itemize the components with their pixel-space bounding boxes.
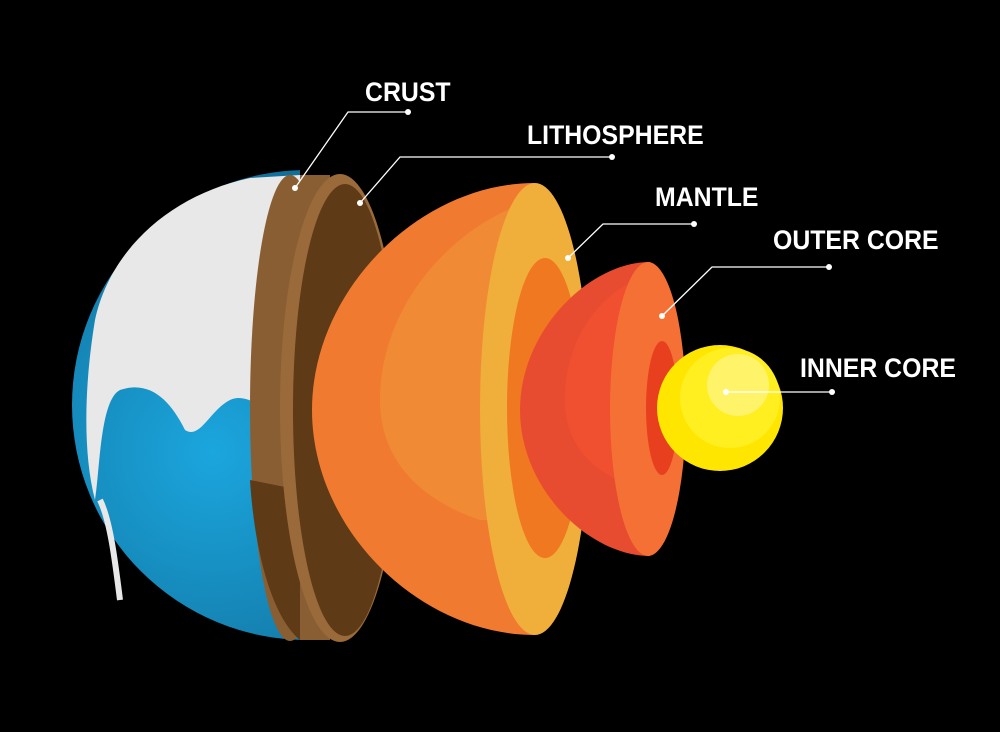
lithosphere-leader-line [359, 156, 612, 204]
crust-leader-line [294, 111, 408, 189]
label-mantle: MANTLE [655, 182, 759, 212]
leader-dots [292, 109, 835, 395]
label-crust: CRUST [365, 77, 451, 107]
earth-globe [72, 170, 300, 640]
label-outer-core: OUTER CORE [773, 225, 939, 255]
leader-lines [294, 111, 832, 393]
inner-core-layer [657, 345, 783, 471]
label-inner-core: INNER CORE [800, 353, 956, 383]
outer-core-leader-line [661, 266, 829, 317]
landmass [86, 175, 300, 500]
label-lithosphere: LITHOSPHERE [527, 120, 704, 150]
mantle-leader-line [567, 223, 694, 259]
